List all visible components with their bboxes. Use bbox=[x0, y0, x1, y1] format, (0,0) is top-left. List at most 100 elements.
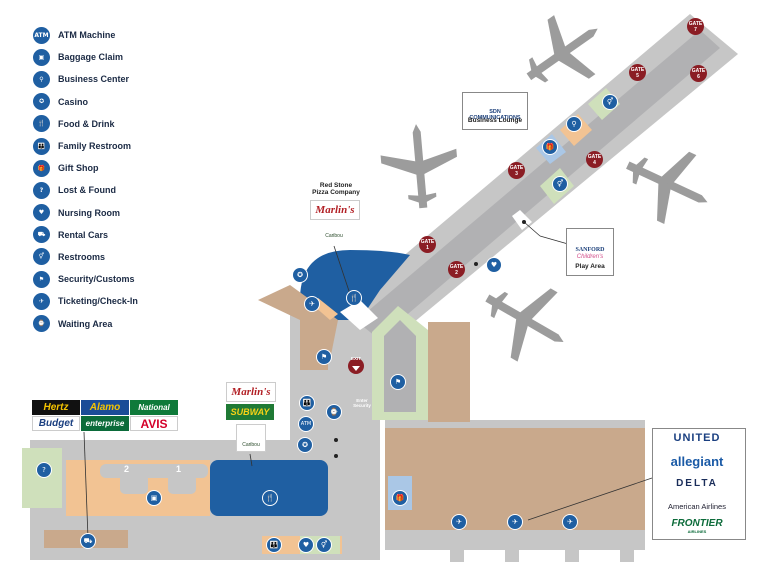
red-stone-label: Red Stone Pizza Company bbox=[312, 182, 360, 197]
sdn-title: SDN COMMUNICATIONS bbox=[469, 109, 521, 121]
business-center-icon[interactable]: ⚲ bbox=[566, 116, 582, 132]
ticketing-icon: ✈ bbox=[33, 292, 50, 310]
legend-label: Waiting Area bbox=[58, 318, 113, 329]
legend-label: Nursing Room bbox=[58, 207, 120, 218]
frontier-logo: FRONTIER bbox=[671, 518, 723, 529]
atm-icon[interactable]: ATM bbox=[298, 416, 314, 432]
rental-car-icon: ⛟ bbox=[33, 226, 50, 244]
ticketing-icon[interactable]: ✈ bbox=[507, 514, 523, 530]
legend-item: ⌚ Waiting Area bbox=[33, 312, 203, 334]
enterprise-logo: enterprise bbox=[81, 416, 129, 431]
security-icon[interactable]: ⚑ bbox=[316, 349, 332, 365]
casino-icon[interactable]: ✪ bbox=[297, 437, 313, 453]
food-court-area bbox=[300, 250, 410, 320]
caribou-logo-concourse: Caribou bbox=[316, 222, 352, 242]
waiting-area-icon[interactable]: ⌚ bbox=[326, 404, 342, 420]
restroom-icon[interactable]: ⚥ bbox=[602, 94, 618, 110]
budget-logo: Budget bbox=[32, 416, 80, 431]
baggage-icon[interactable]: ▣ bbox=[146, 490, 162, 506]
ticketing-icon[interactable]: ✈ bbox=[304, 296, 320, 312]
family-restroom-icon: 👪 bbox=[33, 137, 50, 155]
sdn-subtitle: Business Lounge bbox=[467, 117, 523, 124]
baggage-carousel-2: 2 bbox=[124, 464, 130, 474]
plane-silhouettes bbox=[380, 15, 708, 362]
legend-item: ?Lost & Found bbox=[33, 179, 203, 201]
nursing-room-icon[interactable]: ♥ bbox=[298, 537, 314, 553]
waiting-area-icon: ⌚ bbox=[33, 315, 50, 333]
airlines-box bbox=[652, 428, 746, 540]
legend-item: ▣ Baggage Claim bbox=[33, 46, 203, 68]
legend-item: 🎁Gift Shop bbox=[33, 157, 203, 179]
legend-label: Rental Cars bbox=[58, 229, 109, 240]
food-drink-icon[interactable]: 🍴 bbox=[346, 290, 362, 306]
legend-label: Family Restroom bbox=[58, 141, 132, 152]
gift-shop-icon[interactable]: 🎁 bbox=[392, 490, 408, 506]
restroom-icon[interactable]: ⚥ bbox=[552, 176, 568, 192]
sanford-title: SANFORD bbox=[575, 247, 605, 253]
avis-logo: AVIS bbox=[130, 416, 178, 431]
ticketing-icon[interactable]: ✈ bbox=[451, 514, 467, 530]
legend-label: Casino bbox=[58, 96, 89, 107]
legend-item: 🍴Food & Drink bbox=[33, 113, 203, 135]
tan-areas bbox=[44, 285, 645, 548]
allegiant-logo: allegiant bbox=[670, 454, 724, 469]
restroom-icon: ⚥ bbox=[33, 248, 50, 266]
rental-car-icon[interactable]: ⛟ bbox=[80, 533, 96, 549]
security-icon[interactable]: ⚑ bbox=[390, 374, 406, 390]
legend-item: ⛟ Rental Cars bbox=[33, 224, 203, 246]
family-restroom-icon[interactable]: 👪 bbox=[299, 395, 315, 411]
legend-item: ⚑Security/Customs bbox=[33, 268, 203, 290]
sdn-business-lounge-sign: SDN COMMUNICATIONS Business Lounge bbox=[462, 92, 528, 130]
subway-logo: SUBWAY bbox=[226, 404, 274, 420]
security-icon: ⚑ bbox=[33, 270, 50, 288]
casino-icon[interactable]: ✪ bbox=[292, 267, 308, 283]
legend-label: Ticketing/Check-In bbox=[58, 296, 138, 307]
sanford-subtitle: Children's bbox=[576, 254, 604, 260]
restroom-icon[interactable]: ⚥ bbox=[316, 537, 332, 553]
united-logo: UNITED bbox=[673, 432, 721, 444]
gift-shop-icon[interactable]: 🎁 bbox=[542, 139, 558, 155]
nursing-room-icon[interactable]: ♥ bbox=[486, 257, 502, 273]
alamo-logo: Alamo bbox=[81, 400, 129, 415]
family-restroom-icon[interactable]: 👪 bbox=[266, 537, 282, 553]
atm-icon: ATM bbox=[33, 26, 50, 44]
baggage-carousel-1: 1 bbox=[176, 464, 182, 474]
legend-item: 👪 Family Restroom bbox=[33, 135, 203, 157]
delta-logo: DELTA bbox=[676, 478, 718, 489]
hertz-logo: Hertz bbox=[32, 400, 80, 415]
marlins-logo-concourse: Marlin's bbox=[310, 200, 360, 220]
concourse bbox=[330, 14, 738, 352]
american-airlines-logo: American Airlines bbox=[668, 502, 726, 511]
exit-label: EXIT bbox=[350, 356, 361, 361]
legend-label: Gift Shop bbox=[58, 163, 99, 174]
legend-item: ⚲Business Center bbox=[33, 68, 203, 90]
lost-found-icon[interactable]: ? bbox=[36, 462, 52, 478]
play-area-label: Play Area bbox=[575, 263, 605, 270]
food-drink-icon[interactable]: 🍴 bbox=[262, 490, 278, 506]
legend-label: Food & Drink bbox=[58, 118, 115, 129]
national-logo: National bbox=[130, 400, 178, 415]
legend-label: Restrooms bbox=[58, 251, 106, 262]
frontier-subtitle: AIRLINES bbox=[687, 529, 707, 534]
legend-item: ✪ Casino bbox=[33, 91, 203, 113]
legend-item: ⚥ Restrooms bbox=[33, 246, 203, 268]
business-center-icon: ⚲ bbox=[33, 70, 50, 88]
legend-item: ✈ Ticketing/Check-In bbox=[33, 290, 203, 312]
nursing-room-icon: ♥ bbox=[33, 204, 50, 222]
ticketing-icon[interactable]: ✈ bbox=[562, 514, 578, 530]
legend-label: Baggage Claim bbox=[58, 52, 124, 63]
casino-icon: ✪ bbox=[33, 93, 50, 111]
baggage-icon: ▣ bbox=[33, 48, 50, 66]
enter-security-label: Enter Security bbox=[353, 398, 371, 409]
marlins-logo-main: Marlin's bbox=[226, 382, 276, 402]
